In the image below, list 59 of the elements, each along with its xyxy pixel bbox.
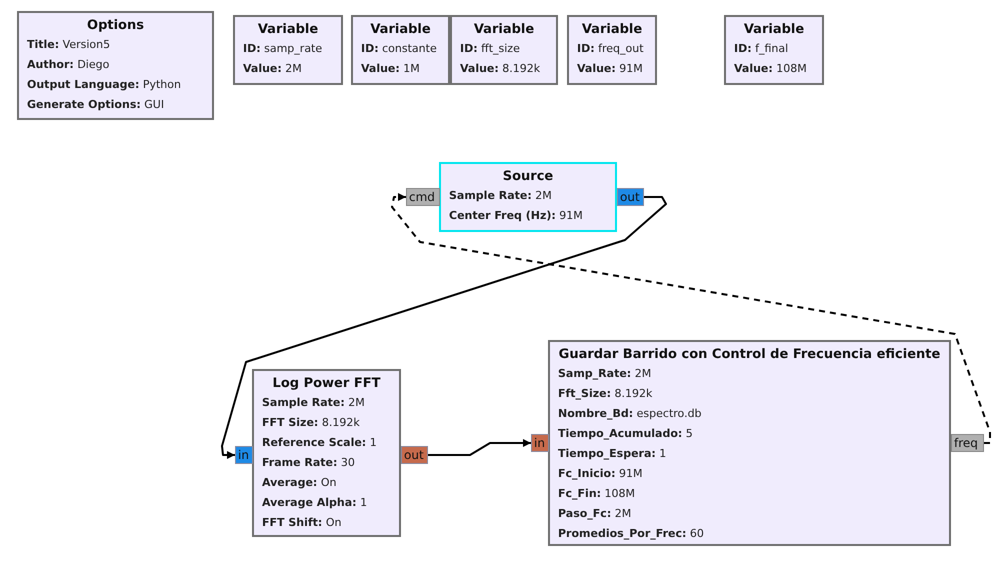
block-title: Variable: [472, 22, 536, 37]
parameter-line: Fc_Fin: 108M: [558, 486, 636, 502]
block-box: [17, 11, 214, 120]
parameter-line: Samp_Rate: 2M: [558, 366, 652, 382]
port-tab: out: [401, 446, 428, 464]
block-box: [724, 15, 824, 85]
parameter-line: ID: f_final: [734, 41, 790, 57]
block-box: [439, 162, 617, 232]
block-box: [450, 15, 558, 85]
parameter-line: Generate Options: GUI: [27, 97, 166, 113]
port-tab: cmd: [406, 188, 440, 206]
parameter-line: Promedios_Por_Frec: 60: [558, 526, 705, 542]
block-box: [252, 369, 401, 537]
parameter-line: Nombre_Bd: espectro.db: [558, 406, 703, 422]
block-title: Variable: [580, 22, 644, 37]
parameter-line: Author: Diego: [27, 57, 110, 73]
block-box: [351, 15, 450, 85]
parameter-line: Fft_Size: 8.192k: [558, 386, 654, 402]
parameter-line: Reference Scale: 1: [262, 435, 378, 451]
port-tab: in: [235, 446, 253, 464]
parameter-line: Paso_Fc: 2M: [558, 506, 632, 522]
parameter-line: Value: 1M: [361, 61, 421, 77]
stream-connector: [428, 439, 531, 456]
parameter-line: Output Language: Python: [27, 77, 182, 93]
block-box: [233, 15, 343, 85]
parameter-line: Frame Rate: 30: [262, 455, 356, 471]
stream-connector: [221, 196, 667, 459]
parameter-line: Title: Version5: [27, 37, 112, 53]
parameter-line: FFT Shift: On: [262, 515, 342, 531]
block-title: Variable: [742, 22, 806, 37]
parameter-line: Center Freq (Hz): 91M: [449, 208, 584, 224]
parameter-line: FFT Size: 8.192k: [262, 415, 361, 431]
parameter-line: Sample Rate: 2M: [449, 188, 553, 204]
parameter-line: Value: 2M: [243, 61, 303, 77]
port-tab: freq: [951, 434, 984, 452]
parameter-line: Value: 8.192k: [460, 61, 542, 77]
block-title: Log Power FFT: [272, 376, 382, 391]
block-title: Source: [502, 169, 554, 184]
message-connector: [391, 193, 991, 444]
block-title: Options: [86, 18, 145, 33]
block-title: Variable: [256, 22, 320, 37]
block-title: Guardar Barrido con Control de Frecuencia eficiente: [558, 347, 941, 362]
parameter-line: Average: On: [262, 475, 338, 491]
parameter-line: Average Alpha: 1: [262, 495, 368, 511]
parameter-line: Value: 91M: [577, 61, 644, 77]
parameter-line: ID: samp_rate: [243, 41, 324, 57]
block-box: [548, 340, 951, 546]
parameter-line: Sample Rate: 2M: [262, 395, 366, 411]
block-box: [567, 15, 657, 85]
parameter-line: Value: 108M: [734, 61, 808, 77]
parameter-line: ID: constante: [361, 41, 438, 57]
port-tab: in: [531, 434, 549, 452]
parameter-line: Fc_Inicio: 91M: [558, 466, 644, 482]
port-tab: out: [617, 188, 644, 206]
parameter-line: Tiempo_Espera: 1: [558, 446, 668, 462]
parameter-line: ID: fft_size: [460, 41, 521, 57]
parameter-line: ID: freq_out: [577, 41, 645, 57]
block-title: Variable: [369, 22, 432, 37]
parameter-line: Tiempo_Acumulado: 5: [558, 426, 694, 442]
